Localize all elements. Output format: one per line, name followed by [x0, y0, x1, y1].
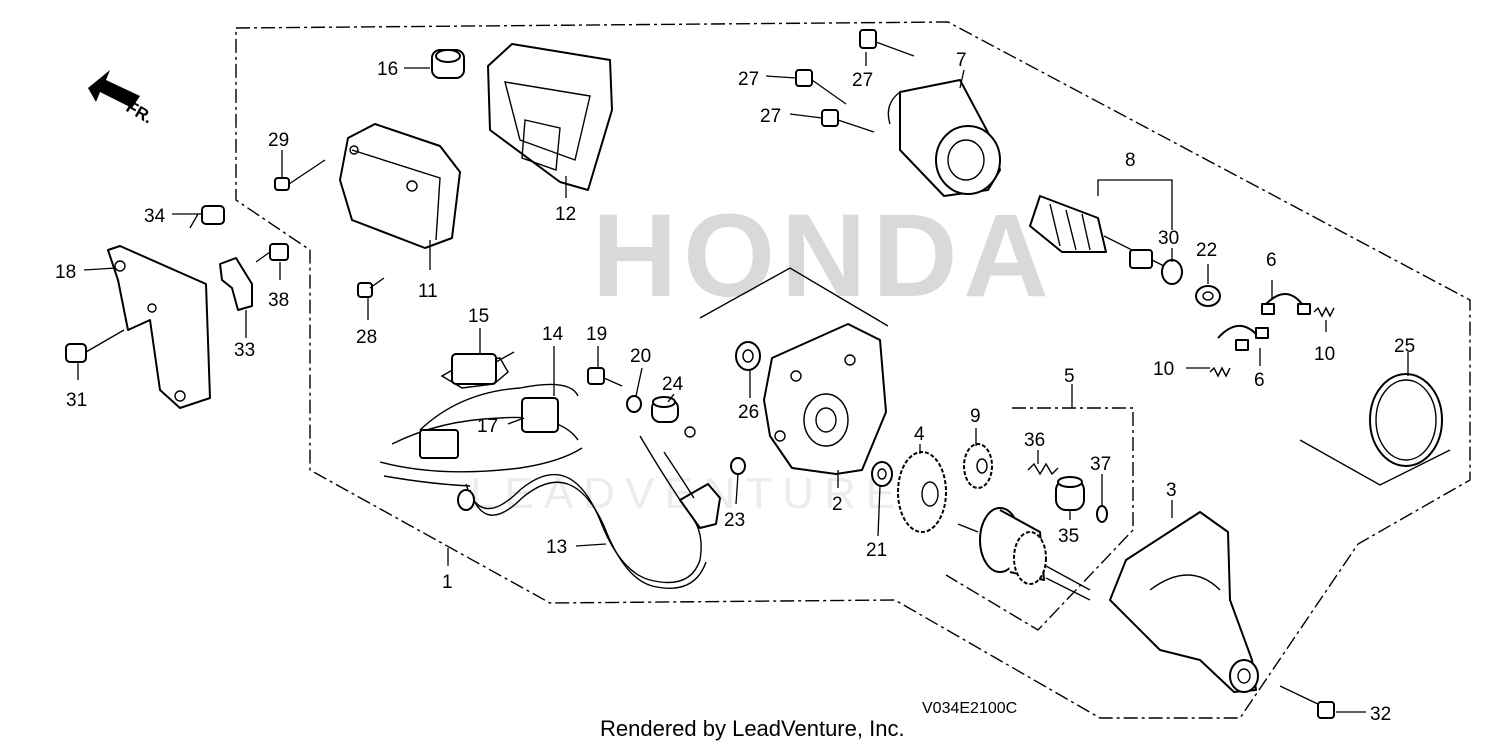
- callout-34: 34: [144, 206, 166, 227]
- part-30-washer: [1161, 259, 1183, 285]
- callout-6-b: 6: [1254, 370, 1265, 391]
- callout-12: 12: [555, 204, 576, 225]
- part-27-bolts: [795, 29, 915, 133]
- part-28-screw: [357, 277, 385, 298]
- part-37-ring: [1096, 505, 1108, 523]
- part-3-housing: [1109, 511, 1259, 693]
- callout-11: 11: [418, 281, 438, 302]
- part-13-cable: [457, 426, 721, 589]
- part-19-bolt: [587, 367, 623, 387]
- callout-26: 26: [738, 402, 759, 423]
- callout-32: 32: [1370, 704, 1391, 725]
- callout-31: 31: [66, 390, 87, 411]
- part-22-bushing: [1195, 285, 1221, 307]
- part-10-springs: [1209, 306, 1335, 378]
- callout-3: 3: [1166, 480, 1177, 501]
- callout-labels: 16 27 27 27 7 29 34 12 8 30 22 6 18 38 3…: [55, 50, 1415, 725]
- part-31-bolt: [65, 329, 125, 363]
- part-32-bolt: [1279, 685, 1335, 719]
- part-6-brushes: [1217, 293, 1311, 351]
- callout-13: 13: [546, 537, 567, 558]
- callout-2: 2: [832, 494, 843, 515]
- assembly-outline: [235, 21, 1471, 719]
- callout-10-a: 10: [1314, 344, 1335, 365]
- callout-27-b: 27: [738, 69, 759, 90]
- callout-21: 21: [866, 540, 887, 561]
- diagram-code: V034E2100C: [922, 700, 1018, 717]
- callout-1: 1: [442, 572, 453, 593]
- callout-29: 29: [268, 130, 289, 151]
- callout-27-a: 27: [852, 70, 873, 91]
- part-11-cover: [339, 123, 461, 249]
- callout-6-a: 6: [1266, 250, 1277, 271]
- callout-28: 28: [356, 327, 377, 348]
- part-21-washer: [871, 461, 893, 487]
- callout-15: 15: [468, 306, 489, 327]
- callout-22: 22: [1196, 240, 1217, 261]
- callout-18: 18: [55, 262, 76, 283]
- callout-20: 20: [630, 346, 651, 367]
- part-20-washer: [626, 395, 642, 413]
- part-18-bracket: [107, 245, 211, 409]
- callout-38: 38: [268, 290, 289, 311]
- callout-5: 5: [1064, 366, 1075, 387]
- part-16-nut: [431, 49, 465, 79]
- callout-14: 14: [542, 324, 564, 345]
- callout-24: 24: [662, 374, 684, 395]
- part-38-bolt: [255, 243, 289, 263]
- front-direction-arrow-icon: FR.: [88, 70, 156, 127]
- callout-27-c: 27: [760, 106, 781, 127]
- clutch-subassembly-outline: [945, 407, 1134, 631]
- callout-25: 25: [1394, 336, 1415, 357]
- credit-line: Rendered by LeadVenture, Inc.: [600, 716, 905, 741]
- callout-37: 37: [1090, 454, 1111, 475]
- callout-30: 30: [1158, 228, 1179, 249]
- part-9-gear: [963, 443, 993, 489]
- part-36-spring: [1027, 462, 1059, 476]
- part-5-pinion-shaft: [957, 507, 1091, 601]
- cover-group-lines: [699, 267, 889, 327]
- part-7-yoke: [887, 79, 1001, 197]
- callout-23: 23: [724, 510, 745, 531]
- part-8-armature: [1029, 195, 1165, 269]
- part-35-collar: [1055, 476, 1085, 511]
- callout-8: 8: [1125, 150, 1136, 171]
- leader-lines: [77, 52, 1409, 713]
- callout-35: 35: [1058, 526, 1079, 547]
- part-2-end-cover: [763, 323, 887, 475]
- part-33-clip: [219, 257, 253, 311]
- callout-17: 17: [477, 416, 498, 437]
- watermark-text: HONDA: [592, 190, 1055, 322]
- callout-9: 9: [970, 406, 981, 427]
- part-14-harness: [379, 357, 583, 487]
- callout-36: 36: [1024, 430, 1045, 451]
- part-34-bolt: [189, 205, 225, 229]
- part-15-switch: [451, 351, 515, 385]
- part-25-o-ring: [1369, 373, 1443, 467]
- part-26-seal: [735, 341, 761, 371]
- callout-4: 4: [914, 424, 925, 445]
- part-24-collar: [651, 396, 679, 423]
- callout-33: 33: [234, 340, 255, 361]
- callout-7: 7: [956, 50, 967, 71]
- part-4-gear: [897, 451, 947, 533]
- callout-10-b: 10: [1153, 359, 1174, 380]
- part-23-washer: [730, 457, 746, 475]
- part-12-cover-frame: [487, 43, 613, 191]
- callout-19: 19: [586, 324, 607, 345]
- callout-16: 16: [377, 59, 398, 80]
